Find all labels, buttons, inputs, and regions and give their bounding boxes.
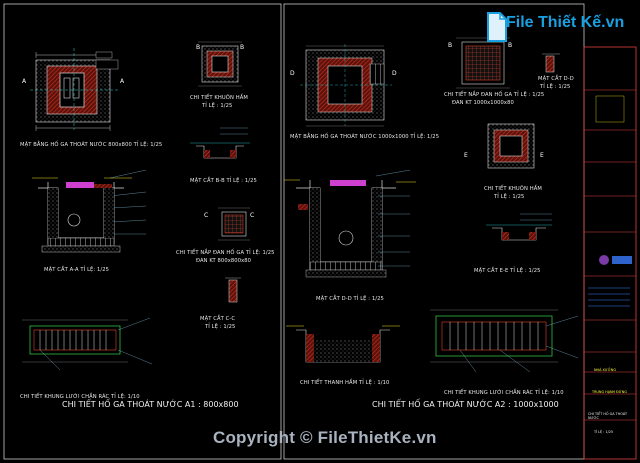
sheet-a2-title: CHI TIẾT HỐ GA THOÁT NƯỚC A2 : 1000x1000 xyxy=(372,400,559,409)
caption-section-dd-small-scale: TỈ LỆ : 1/25 xyxy=(540,84,571,90)
section-mark: A xyxy=(22,78,27,85)
cover-a2 xyxy=(456,37,510,89)
section-mark: B xyxy=(196,44,201,51)
caption-section-bb: MẶT CẮT B-B TỈ LỆ : 1/25 xyxy=(190,178,257,184)
caption-plan-a2: MẶT BẰNG HỐ GA THOÁT NƯỚC 1000x1000 TỈ L… xyxy=(290,134,440,140)
caption-frame-a2-scale: TỈ LỆ : 1/25 xyxy=(494,194,525,200)
section-mark: E xyxy=(464,152,468,159)
caption-frame-trans: CHI TIẾT THANH HẦM TỈ LỆ : 1/10 xyxy=(300,380,390,386)
sheet-a1-title: CHI TIẾT HỐ GA THOÁT NƯỚC A1 : 800x800 xyxy=(62,400,239,409)
caption-section-dd-small: MẶT CẮT D-D xyxy=(538,76,574,82)
title-block-scale: TỈ LỆ : 1/25 xyxy=(594,430,614,434)
caption-frame-a2: CHI TIẾT KHUÔN HẦM xyxy=(484,186,542,192)
section-mark: B xyxy=(448,42,453,49)
section-dd-small-a2 xyxy=(542,53,560,73)
caption-frame-a1-scale: TỈ LỆ : 1/25 xyxy=(202,103,233,109)
title-block-lines xyxy=(584,89,636,421)
section-mark: C xyxy=(250,212,255,219)
caption-cover-a1: CHI TIẾT NẮP ĐAN HỐ GA TỈ LỆ: 1/25 xyxy=(176,250,275,256)
grate-a2 xyxy=(430,309,579,373)
grate-a1 xyxy=(22,317,153,371)
caption-section-dd: MẶT CẮT D-D TỈ LỆ : 1/25 xyxy=(316,296,384,302)
section-mark: E xyxy=(540,152,544,159)
frame-a1 xyxy=(198,41,242,87)
caption-section-cc: MẶT CẮT C-C xyxy=(200,316,236,322)
section-mark: A xyxy=(120,78,125,85)
title-block-company: TRUNG HẠNH ĐỨNG xyxy=(592,390,627,394)
caption-cover-a1-size: ĐAN KT 800x800x80 xyxy=(196,258,252,264)
section-aa-a1 xyxy=(32,169,147,253)
caption-cover-a2: CHI TIẾT NẮP ĐAN HỐ GA TỈ LỆ : 1/25 xyxy=(444,92,545,98)
section-mark: C xyxy=(204,212,209,219)
watermark: Copyright © FileThietKe.vn xyxy=(213,428,437,447)
caption-frame-a1: CHI TIẾT KHUÔN HẦM xyxy=(190,95,248,101)
caption-grate-a1: CHI TIẾT KHUNG LƯỚI CHẮN RÁC TỈ LỆ: 1/10 xyxy=(20,394,140,400)
section-cc-a1 xyxy=(225,277,241,303)
frame-a2 xyxy=(487,123,535,169)
frame-trans-a2 xyxy=(286,325,400,363)
section-mark: D xyxy=(392,70,397,77)
caption-section-cc-scale: TỈ LỆ : 1/25 xyxy=(205,324,236,330)
section-ee-a2 xyxy=(486,213,552,241)
title-block-project: NHÀ XƯỞNG xyxy=(594,368,616,372)
logo-icon xyxy=(487,12,507,42)
plan-a1 xyxy=(30,48,119,131)
caption-plan-a1: MẶT BẰNG HỐ GA THOÁT NƯỚC 800x800 TỈ LỆ:… xyxy=(20,142,163,148)
section-mark: D xyxy=(290,70,295,77)
section-dd-a2 xyxy=(284,169,416,278)
section-mark: B xyxy=(240,44,245,51)
cover-a1 xyxy=(218,207,250,241)
caption-grate-a2: CHI TIẾT KHUNG LƯỚI CHẮN RÁC TỈ LỆ: 1/10 xyxy=(444,390,564,396)
caption-section-ee: MẶT CẮT E-E TỈ LỆ : 1/25 xyxy=(474,268,541,274)
plan-a2 xyxy=(300,44,392,127)
caption-cover-a2-size: ĐAN KT 1000x1000x80 xyxy=(452,100,514,106)
logo-text: File Thiết Kế.vn xyxy=(506,14,625,31)
caption-section-aa: MẶT CẮT A-A TỈ LỆ: 1/25 xyxy=(44,267,110,273)
section-mark: B xyxy=(508,42,513,49)
title-block-drawing: CHI TIẾT HỐ GA THOÁT NƯỚC xyxy=(588,412,628,420)
section-bb-a1 xyxy=(190,127,250,159)
